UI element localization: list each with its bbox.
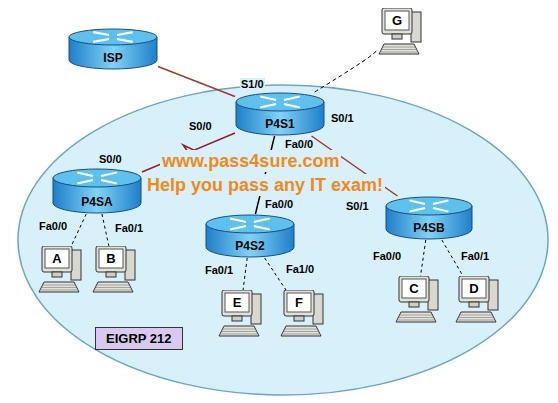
ethernet-link [243, 258, 247, 290]
router-node: P4SB [385, 196, 473, 240]
ethernet-link [102, 214, 109, 246]
ethernet-link [315, 49, 378, 92]
ethernet-link [71, 214, 86, 246]
pc-node: D [455, 276, 499, 324]
router-name: P4S1 [265, 117, 294, 131]
pc-node: G [378, 8, 422, 56]
host-letter: A [45, 249, 69, 268]
router-name: P4SB [413, 221, 444, 235]
pc-node: E [218, 290, 262, 338]
interface-label: S0/0 [98, 153, 123, 166]
interface-label: Fa0/0 [38, 220, 68, 233]
interface-label: Fa0/0 [372, 250, 402, 263]
interface-label: S1/0 [240, 78, 265, 91]
interface-label: S0/0 [188, 120, 213, 133]
host-letter: C [402, 279, 426, 298]
protocol-label: EIGRP 212 [106, 331, 172, 346]
router-node: P4S1 [235, 92, 325, 136]
pc-node: F [280, 290, 324, 338]
router-node: P4SA [52, 168, 142, 214]
eigrp-domain-ellipse [18, 85, 548, 395]
host-letter: D [462, 279, 486, 298]
router-name: ISP [103, 51, 122, 65]
host-letter: F [287, 293, 311, 312]
interface-label: Fa0/0 [264, 198, 294, 211]
interface-label: Fa0/1 [204, 264, 234, 277]
router-name: P4SA [81, 195, 112, 209]
ethernet-link [265, 258, 286, 290]
interface-label: S0/1 [330, 112, 355, 125]
pc-node: B [92, 246, 136, 294]
pc-node: A [38, 246, 82, 294]
host-letter: B [99, 249, 123, 268]
watermark-text: Help you pass any IT exam! [145, 174, 385, 196]
interface-label: Fa0/1 [114, 222, 144, 235]
router-name: P4S2 [235, 239, 264, 253]
watermark-text: www.pass4sure.com [160, 150, 341, 172]
router-node: ISP [68, 28, 158, 70]
host-letter: G [385, 11, 409, 30]
interface-label: Fa0/1 [460, 250, 490, 263]
protocol-tag: EIGRP 212 [95, 327, 183, 350]
network-link [158, 67, 235, 97]
host-letter: E [225, 293, 249, 312]
router-node: P4S2 [205, 214, 295, 258]
interface-label: Fa1/0 [285, 263, 315, 276]
pc-node: C [395, 276, 439, 324]
ethernet-link [421, 240, 426, 276]
interface-label: S0/1 [345, 200, 370, 213]
